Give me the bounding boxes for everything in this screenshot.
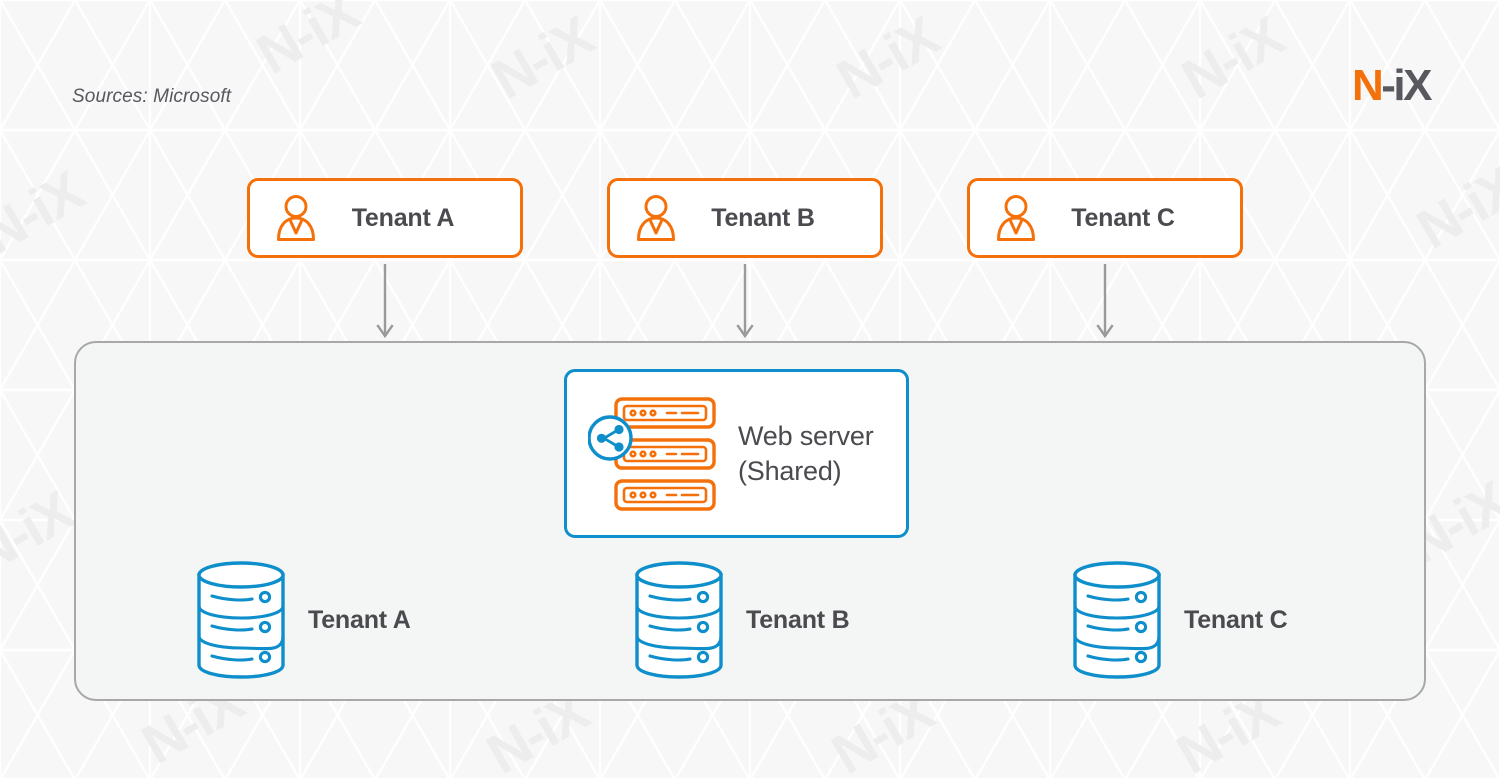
database-item-b[interactable]: Tenant B: [630, 560, 850, 680]
database-item-c[interactable]: Tenant C: [1068, 560, 1288, 680]
arrow-tenant-a-to-infra: [376, 264, 394, 339]
arrow-tenant-b-to-infra: [736, 264, 754, 339]
person-icon: [277, 195, 315, 241]
database-item-c-label: Tenant C: [1184, 605, 1288, 634]
database-item-a[interactable]: Tenant A: [192, 560, 411, 680]
tenant-box-b-label: Tenant B: [711, 203, 815, 232]
server-rack-icon: [588, 396, 716, 511]
watermark: N-iX: [826, 4, 948, 111]
tenant-box-c[interactable]: Tenant C: [967, 178, 1243, 258]
watermark: N-iX: [481, 4, 603, 111]
watermark: N-iX: [1406, 154, 1500, 261]
web-server-card[interactable]: Web server (Shared): [564, 369, 909, 538]
watermark: N-iX: [0, 159, 93, 266]
brand-logo-suffix: -iX: [1381, 61, 1432, 110]
person-icon: [997, 195, 1035, 241]
brand-logo-prefix: N: [1351, 61, 1384, 110]
web-server-label-line2: (Shared): [738, 455, 842, 486]
watermark: N-iX: [0, 479, 83, 586]
database-item-a-label: Tenant A: [308, 605, 411, 634]
tenant-box-c-label: Tenant C: [1071, 203, 1175, 232]
tenant-box-b[interactable]: Tenant B: [607, 178, 883, 258]
tenant-box-a[interactable]: Tenant A: [247, 178, 523, 258]
brand-logo: N-iX: [1351, 61, 1433, 110]
web-server-label-line1: Web server: [738, 420, 874, 451]
database-icon: [635, 561, 723, 679]
database-item-b-label: Tenant B: [746, 605, 850, 634]
arrow-tenant-c-to-infra: [1096, 264, 1114, 339]
database-icon: [197, 561, 285, 679]
watermark: N-iX: [246, 0, 368, 86]
person-icon: [637, 195, 675, 241]
web-server-label: Web server (Shared): [738, 419, 874, 488]
source-note: Sources: Microsoft: [72, 86, 232, 107]
database-icon: [1073, 561, 1161, 679]
watermark: N-iX: [1171, 4, 1293, 111]
tenant-box-a-label: Tenant A: [351, 203, 455, 232]
share-icon: [588, 414, 633, 461]
